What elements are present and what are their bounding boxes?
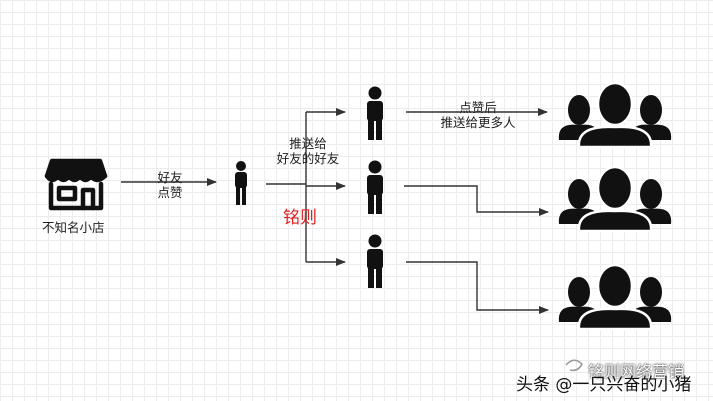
step2-label-line2: 好友的好友 [276, 151, 340, 166]
person-icon [367, 86, 383, 140]
storefront-icon [44, 158, 108, 211]
group-icon [558, 81, 672, 149]
step3-label-line1: 点赞后 [459, 100, 497, 115]
step1-label-line2: 点赞 [157, 185, 183, 200]
step1-label: 好友 点赞 [152, 170, 188, 200]
watermark-sub: 铭则网络营销 [588, 362, 685, 381]
group-icon [558, 263, 672, 331]
store-label: 不知名小店 [42, 220, 105, 235]
arrow-mid-to-group [404, 185, 549, 216]
step3-label: 点赞后 推送给更多人 [434, 100, 522, 130]
person-icon [235, 161, 247, 205]
person-icon [367, 160, 383, 214]
connectors [121, 108, 549, 314]
step2-label: 推送给 好友的好友 [272, 136, 344, 166]
overlay-mark: 铭则 [283, 208, 317, 228]
group-icon [558, 165, 672, 233]
arrow-bot-to-group [406, 261, 549, 314]
watermark-logo-icon [565, 359, 583, 372]
step1-label-line1: 好友 [157, 170, 183, 185]
step3-label-line2: 推送给更多人 [440, 115, 516, 130]
person-icon [367, 234, 383, 288]
step2-label-line1: 推送给 [289, 136, 327, 151]
watermark-main: 头条 @一只兴奋的小猪 [516, 375, 692, 395]
